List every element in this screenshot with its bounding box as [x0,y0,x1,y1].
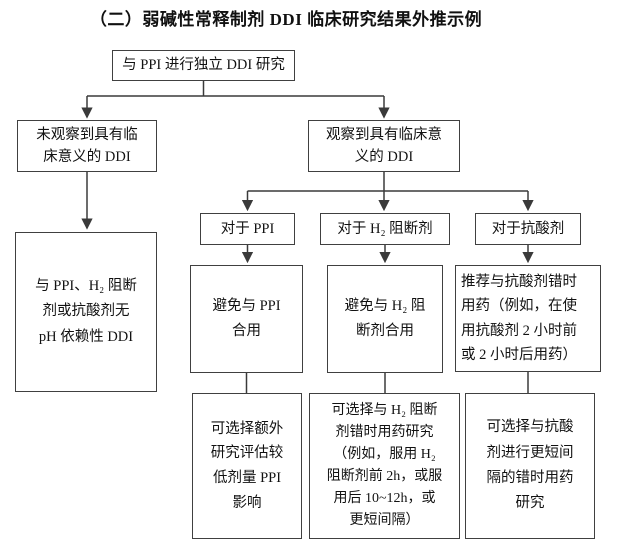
optional-shorter-interval-antacid-study-box: 可选择与抗酸 剂进行更短间 隔的错时用药 研究 [465,393,595,539]
no-ph-dependent-ddi-conclusion-box: 与 PPI、H₂ 阻断 剂或抗酸剂无 pH 依赖性 DDI [15,232,157,392]
for-ppi-header-box: 对于 PPI [200,213,295,245]
for-h2-blocker-header-box: 对于 H₂ 阻断剂 [320,213,450,245]
optional-staggered-h2-blocker-study-box: 可选择与 H₂ 阻断 剂错时用药研究 （例如，服用 H₂ 阻断剂前 2h，或服 … [309,393,460,539]
page-title: （二）弱碱性常释制剂 DDI 临床研究结果外推示例 [89,10,483,29]
for-antacid-header-box: 对于抗酸剂 [475,213,581,245]
avoid-ppi-coadministration-box: 避免与 PPI 合用 [190,265,303,373]
staggered-antacid-dosing-recommendation-box: 推荐与抗酸剂错时 用药（例如，在使 用抗酸剂 2 小时前 或 2 小时后用药） [455,265,601,372]
optional-lower-dose-ppi-study-box: 可选择额外 研究评估较 低剂量 PPI 影响 [192,393,302,539]
root-independent-ddi-study-box: 与 PPI 进行独立 DDI 研究 [112,50,295,81]
no-clinically-significant-ddi-box: 未观察到具有临 床意义的 DDI [17,120,157,172]
avoid-h2-blocker-coadministration-box: 避免与 H₂ 阻 断剂合用 [327,265,443,373]
clinically-significant-ddi-box: 观察到具有临床意 义的 DDI [308,120,460,172]
